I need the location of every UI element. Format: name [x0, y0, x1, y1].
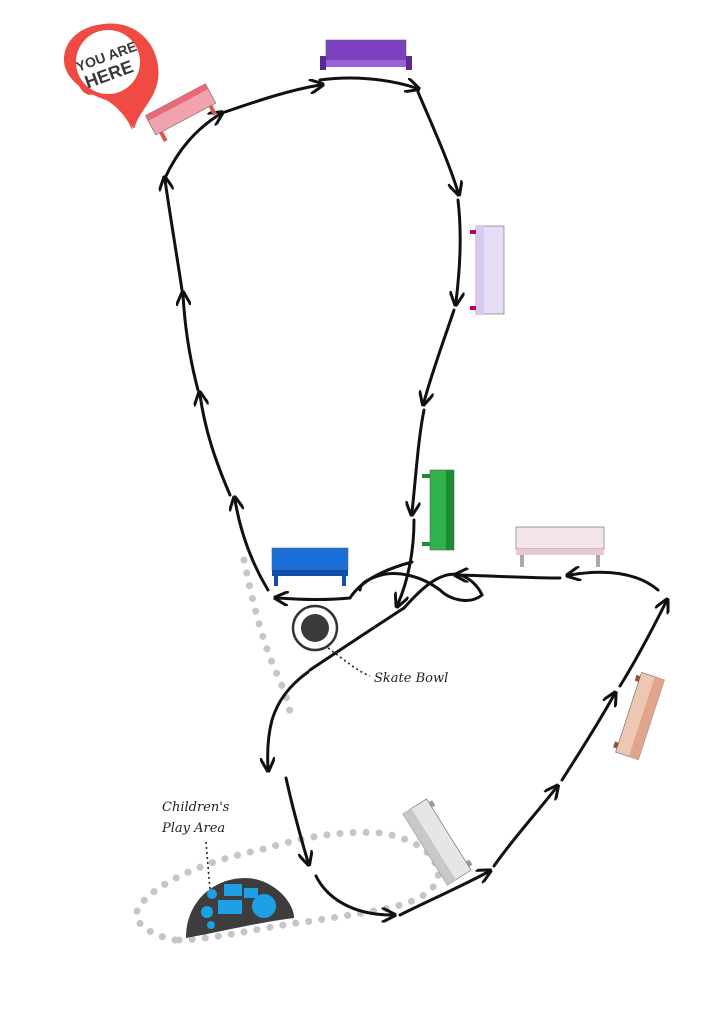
- childrens-play-area[interactable]: [186, 878, 295, 938]
- route-segment-curve-to-left: [278, 560, 414, 600]
- route-segment-lower-right-3: [618, 602, 666, 688]
- route-segment-top: [223, 85, 320, 114]
- bench-green[interactable]: [422, 469, 455, 551]
- route-segment-right-2: [456, 198, 460, 302]
- route-segment-arc-join: [358, 572, 484, 610]
- route-segment-left-up-1: [235, 500, 270, 592]
- route-segment-skate-to-main: [308, 606, 406, 672]
- bench-red[interactable]: [145, 83, 220, 144]
- route-segment-left-up-5: [163, 114, 220, 180]
- skate-bowl-label: Skate Bowl: [374, 671, 448, 686]
- bench-peach[interactable]: [612, 671, 665, 761]
- route-segment-lower-bottom-1: [314, 874, 392, 915]
- footpath-dots: [133, 556, 442, 944]
- footpath-play-area-loop: [133, 828, 442, 944]
- play-area-label-line2: Play Area: [161, 821, 225, 836]
- route-segment-lower-top-2: [458, 575, 562, 578]
- route-segment-right-4: [412, 408, 426, 512]
- bench-purple[interactable]: [320, 39, 412, 70]
- route-segment-lower-right-1: [492, 788, 556, 868]
- you-are-here-pin[interactable]: YOU ARE HERE: [64, 23, 159, 130]
- route-segment-right-1: [416, 90, 458, 192]
- route: [163, 76, 666, 917]
- route-segment-lower-top: [570, 572, 660, 592]
- play-area-leader: [205, 841, 211, 891]
- bench-lavender[interactable]: [470, 225, 505, 315]
- route-segment-left-up-3: [183, 295, 200, 392]
- route-segment-lower-left-2: [284, 776, 308, 862]
- bench-pink-white[interactable]: [515, 526, 605, 567]
- play-area-label-line1: Children's: [162, 800, 230, 815]
- skate-bowl[interactable]: [291, 604, 339, 652]
- route-segment-lower-left-1: [268, 670, 310, 768]
- route-segment-left-up-4: [165, 180, 184, 292]
- route-segment-left-up-2: [200, 395, 232, 497]
- route-segment-lower-bottom-2: [398, 872, 488, 917]
- route-segment-right-5: [398, 518, 416, 604]
- footpath-to-skate-bowl: [240, 556, 294, 716]
- route-segment-right-3: [424, 308, 456, 402]
- route-segment-lower-right-2: [560, 695, 614, 782]
- skate-bowl-leader: [327, 647, 371, 677]
- bench-blue[interactable]: [271, 547, 349, 586]
- bench-grey[interactable]: [402, 797, 475, 886]
- route-segment-top-right: [318, 76, 416, 88]
